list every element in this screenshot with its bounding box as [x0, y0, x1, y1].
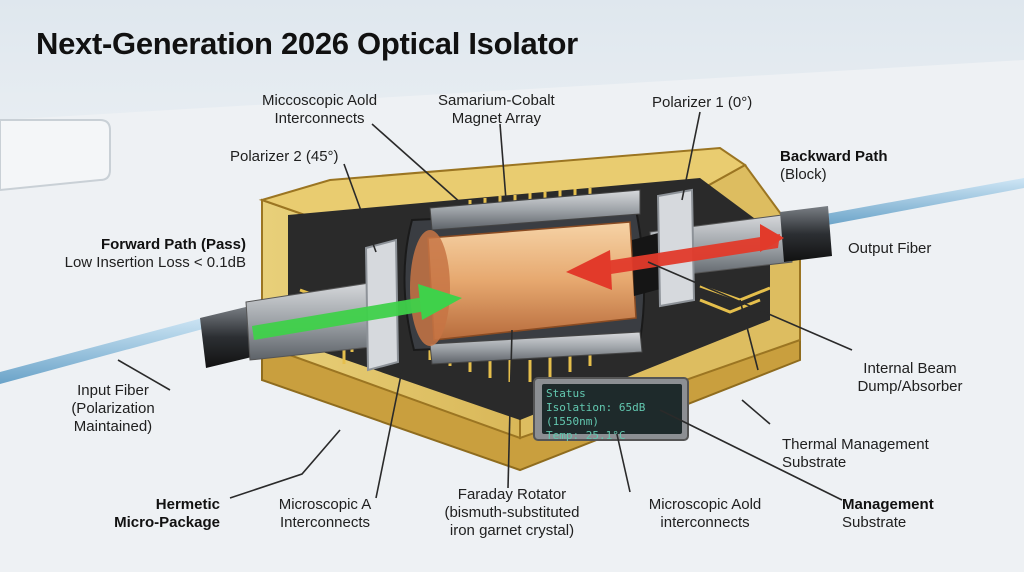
status-heading: Status	[546, 387, 678, 401]
label-forward-path: Forward Path (Pass) Low Insertion Loss <…	[36, 236, 246, 272]
label-output-fiber: Output Fiber	[848, 240, 931, 258]
label-hermetic-package: Hermetic Micro-Package	[108, 496, 220, 532]
label-management-substrate: Management Substrate	[842, 496, 934, 532]
label-input-fiber: Input Fiber (Polarization Maintained)	[58, 382, 168, 436]
label-microscopic-a-interconnects: Microscopic A Interconnects	[262, 496, 388, 532]
status-isolation: Isolation: 65dB (1550nm)	[546, 401, 678, 429]
label-polarizer-1: Polarizer 1 (0°)	[652, 94, 752, 112]
output-connector	[780, 206, 832, 262]
label-aold-interconnects-top: Miccoscopic Aold Interconnects	[262, 92, 377, 128]
status-readout: Status Isolation: 65dB (1550nm) Temp: 25…	[546, 387, 678, 443]
label-backward-path: Backward Path (Block)	[780, 148, 888, 184]
label-aold-interconnects-bottom: Microscopic Aold interconnects	[630, 496, 780, 532]
polarizer-1-plate	[658, 190, 694, 306]
background-dish	[0, 120, 110, 190]
page-title: Next-Generation 2026 Optical Isolator	[36, 26, 578, 62]
status-temp: Temp: 25.1°C	[546, 429, 678, 443]
label-faraday-rotator: Faraday Rotator (bismuth-substituted iro…	[432, 486, 592, 540]
label-thermal-substrate: Thermal Management Substrate	[782, 436, 929, 472]
label-beam-dump: Internal Beam Dump/Absorber	[854, 360, 966, 396]
label-magnet-array: Samarium-Cobalt Magnet Array	[438, 92, 555, 128]
label-polarizer-2: Polarizer 2 (45°)	[230, 148, 339, 166]
